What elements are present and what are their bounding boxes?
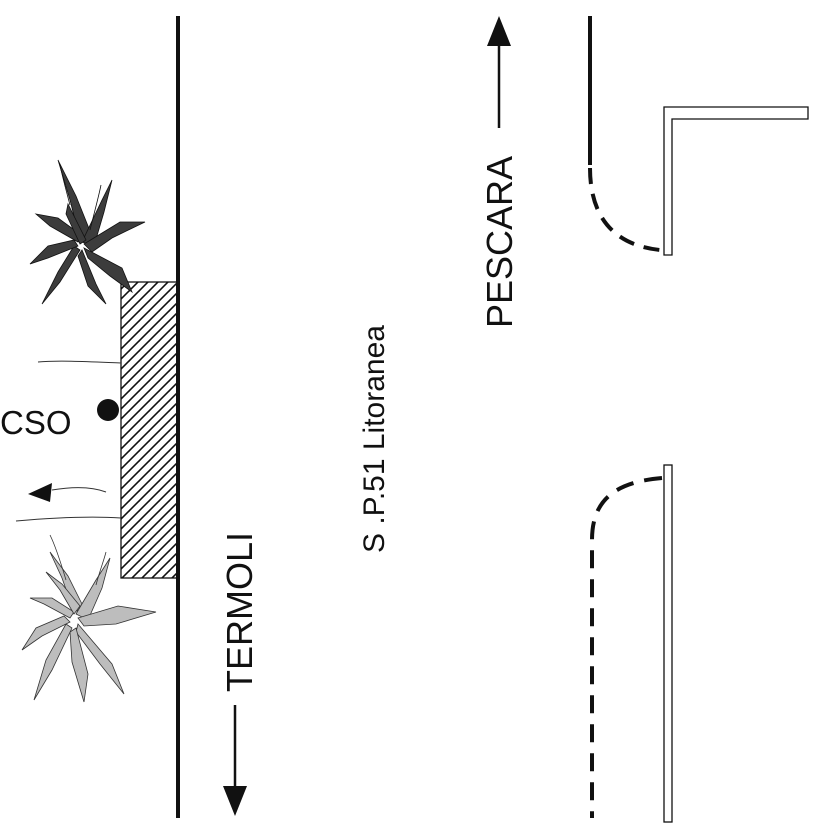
flow-line-lower (15, 516, 122, 522)
road-name-label: S .P.51 Litoranea (358, 325, 391, 553)
wall-lower (663, 464, 673, 823)
plant-dark-icon (29, 159, 146, 305)
hatched-structure (120, 281, 178, 579)
cso-marker (97, 399, 119, 421)
cso-label: CSO (0, 404, 72, 441)
arrow-down-icon (223, 786, 247, 816)
flow-arrowhead (28, 483, 52, 502)
direction-termoli-label: TERMOLI (219, 532, 260, 692)
flow-arrow-line (51, 487, 107, 493)
road-east-edge-lower-dashed (590, 476, 663, 818)
arrow-up-icon (487, 16, 511, 46)
direction-pescara-label: PESCARA (479, 156, 520, 328)
wall-upper (663, 106, 809, 256)
road-east-edge-upper-dashed (588, 167, 661, 252)
flow-line-upper (37, 360, 122, 364)
plant-light-icon (21, 534, 157, 703)
